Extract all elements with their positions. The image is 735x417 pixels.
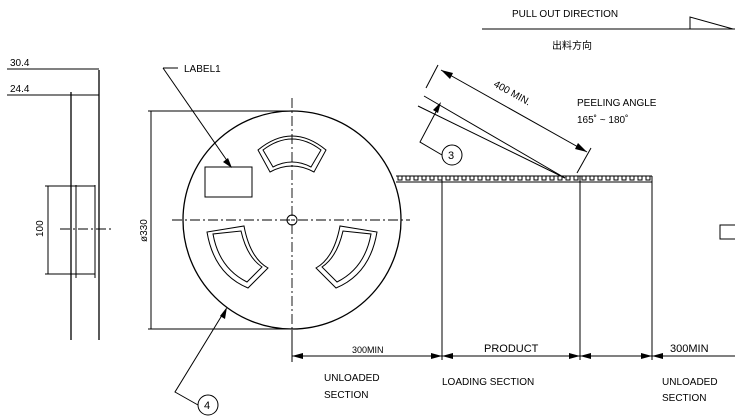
- dim-30-4-label: 30.4: [10, 58, 30, 69]
- peeling-length-line: [440, 69, 588, 153]
- dim-arrow-2-icon: [431, 353, 442, 359]
- reel-front-view: ø330: [139, 98, 410, 355]
- pull-out-direction-group: PULL OUT DIRECTION 出料方向: [482, 9, 735, 52]
- edge-box: [719, 224, 735, 240]
- callout-4-leader: [174, 311, 225, 406]
- peeling-length-label: 400 MIN.: [492, 79, 533, 108]
- reel-window-right: [315, 225, 378, 289]
- callout-3-leader: [419, 107, 443, 156]
- peeling-ext-right: [576, 147, 592, 174]
- dim-100-label: 100: [35, 220, 46, 237]
- direction-arrow-icon: [689, 16, 734, 30]
- section-boundaries: [291, 176, 653, 362]
- section-labels: UNLOADED SECTION LOADING SECTION UNLOADE…: [324, 373, 718, 404]
- loading-section-label: LOADING SECTION: [442, 377, 534, 388]
- dim-arrow-6-icon: [641, 353, 652, 359]
- callout-4-arrow-icon: [220, 307, 227, 319]
- reel-window-left: [206, 225, 269, 289]
- callout-3: 3: [419, 102, 463, 166]
- unloaded-left-line2: SECTION: [324, 390, 368, 401]
- callout-4-number: 4: [204, 400, 210, 412]
- dim-24-4-label: 24.4: [10, 84, 30, 95]
- dim-arrow-3-icon: [442, 353, 453, 359]
- product-label: PRODUCT: [484, 343, 539, 355]
- peeling-angle-range: 165˚ ~ 180˚: [577, 114, 628, 126]
- callout-4: 4: [174, 307, 227, 416]
- callout-3-arrow-icon: [433, 102, 441, 113]
- tape-pockets: [397, 176, 651, 181]
- right-length-label: 300MIN: [670, 343, 709, 355]
- peeling-arrow-end-icon: [575, 143, 587, 152]
- dim-arrow-7-icon: [652, 353, 663, 359]
- label1-text: LABEL1: [184, 64, 221, 75]
- section-dimensions: 300MIN PRODUCT 300MIN: [292, 343, 735, 359]
- label1-callout: LABEL1: [162, 64, 232, 168]
- dim-arrow-1-icon: [292, 353, 303, 359]
- reel-hub-hole: [286, 214, 298, 226]
- diameter-label: ø330: [139, 219, 150, 242]
- peeling-tape-upper: [423, 95, 566, 179]
- carrier-tape: [396, 175, 652, 183]
- dim-arrow-4-icon: [569, 353, 580, 359]
- reel-side-view: 30.4 24.4 100: [7, 58, 112, 340]
- callout-3-number: 3: [448, 150, 454, 162]
- peeling-arrow-start-icon: [441, 70, 453, 79]
- dim-arrow-5-icon: [580, 353, 591, 359]
- chinese-direction-label: 出料方向: [552, 39, 592, 52]
- peeling-ext-left: [425, 64, 439, 89]
- peeling-angle-title: PEELING ANGLE: [577, 98, 657, 109]
- peeling-tape-lower: [417, 105, 566, 179]
- unloaded-left-line1: UNLOADED: [324, 373, 380, 384]
- unloaded-right-line2: SECTION: [662, 393, 706, 404]
- unloaded-right-line1: UNLOADED: [662, 377, 718, 388]
- left-length-label: 300MIN: [352, 345, 384, 355]
- reel-window-top: [257, 135, 327, 173]
- label1-leader-diagonal: [162, 67, 229, 163]
- label-rectangle: [204, 166, 253, 198]
- label1-arrow-icon: [223, 158, 232, 168]
- pull-out-direction-label: PULL OUT DIRECTION: [512, 9, 618, 20]
